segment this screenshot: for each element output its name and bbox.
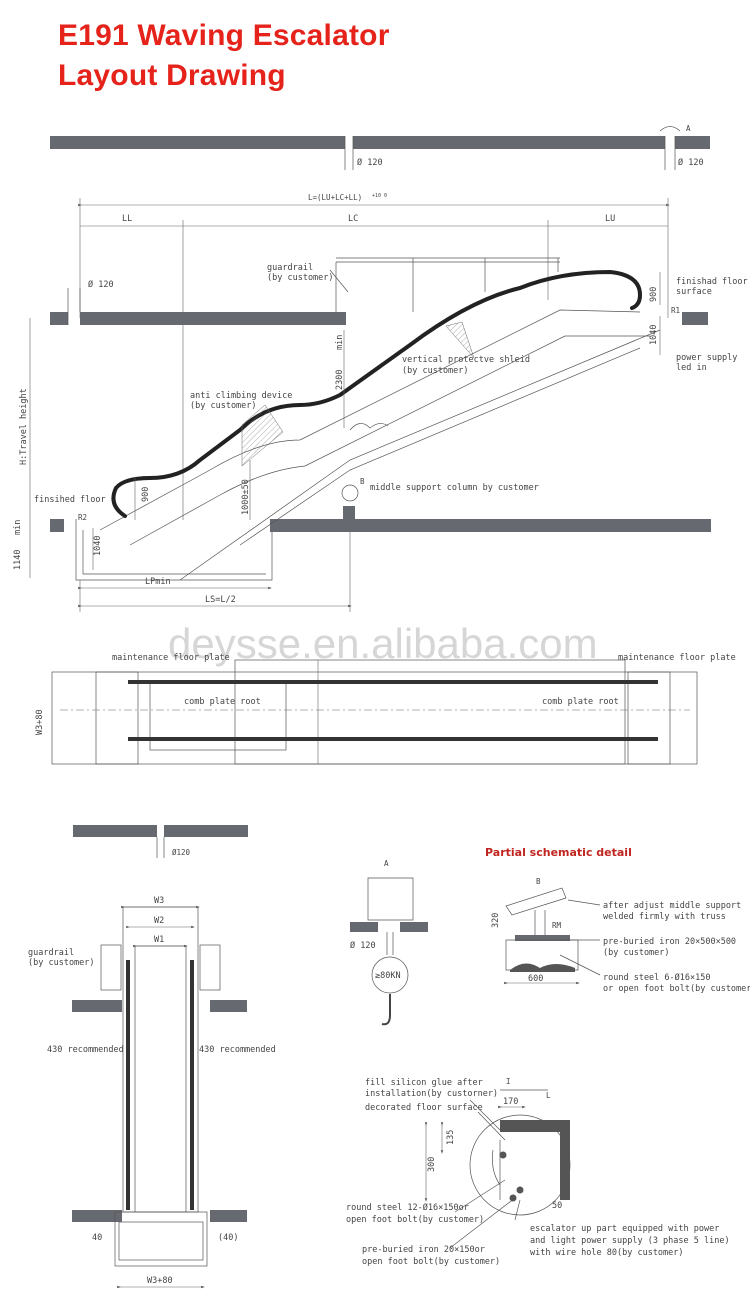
partial-600: 600 [528, 974, 543, 984]
detail-a: A Ø 120 ≥80KN [350, 859, 428, 1026]
dim-900-bottom: 900 [141, 487, 151, 502]
min-mid: min [335, 335, 345, 350]
round-steel-l-2: open foot bolt(by customer) [346, 1215, 484, 1225]
after-adjust-2: welded firmly with truss [603, 912, 726, 922]
after-adjust-1: after adjust middle support [603, 901, 741, 911]
dim-2300: 2300 [335, 370, 345, 390]
section-w3: W3 [154, 896, 164, 906]
length-tolerance: +10 0 [372, 193, 387, 199]
finished-floor-top-1: finishad floor [676, 277, 748, 287]
escalator-up-3: with wire hole 80(by customer) [530, 1248, 684, 1258]
comb-left: comb plate root [184, 697, 261, 707]
tag-b: B [360, 477, 365, 486]
dim-300: 300 [427, 1157, 437, 1172]
maintenance-right: maintenance floor plate [618, 653, 736, 663]
partial-heading: Partial schematic detail [485, 846, 632, 859]
length-formula: L=(LU+LC+LL) [308, 193, 362, 202]
partial-320: 320 [491, 913, 501, 928]
plan-width: W3+80 [35, 709, 45, 735]
detail-a-load: ≥80KN [375, 971, 401, 981]
middle-support: middle support column by customer [370, 483, 539, 493]
watermark: deysse.en.alibaba.com [168, 620, 598, 667]
dim-lu: LU [605, 214, 615, 224]
page-title-line2: Layout Drawing [58, 59, 286, 92]
section-w1: W1 [154, 935, 164, 945]
tag-r2: R2 [78, 513, 87, 522]
decorated-floor: decorated floor surface [365, 1103, 483, 1113]
top-tag-a: A [686, 124, 691, 133]
pre-buried-l-1: pre-buried iron 20×150or [362, 1245, 485, 1255]
dim-170: 170 [503, 1097, 518, 1107]
page-title-line1: E191 Waving Escalator [58, 19, 390, 52]
round-steel-a-1: round steel 6-Ø16×150 [603, 972, 710, 983]
dim-135: 135 [446, 1130, 456, 1145]
comb-right: comb plate root [542, 697, 619, 707]
finished-floor-bottom: finsihed floor [34, 495, 106, 505]
vertical-shield-2: (by customer) [402, 366, 469, 376]
maintenance-left: maintenance floor plate [112, 653, 230, 663]
handrail [111, 269, 643, 518]
section-guardrail-2: (by customer) [28, 958, 95, 968]
dim-lc: LC [348, 214, 358, 224]
top-diameter-right: Ø 120 [678, 157, 704, 168]
dim-1140: 1140 [13, 550, 23, 570]
guardrail-label-1: guardrail [267, 263, 313, 273]
detail-a-diameter: Ø 120 [350, 940, 376, 951]
pre-buried-l-2: open foot bolt(by customer) [362, 1257, 500, 1267]
anti-climb-1: anti climbing device [190, 391, 292, 401]
dim-40-right: (40) [218, 1233, 238, 1243]
power-supply-1: power supply [676, 353, 737, 363]
dim-1000: 1000±50 [241, 479, 251, 515]
fill-silicon-2: installation(by custorner) [365, 1089, 498, 1099]
recommended-left: 430 recommended [47, 1045, 124, 1055]
partial-tag-b: B [536, 877, 541, 886]
anti-climb-2: (by customer) [190, 401, 257, 411]
escalator-up-1: escalator up part equipped with power [530, 1224, 719, 1234]
partial-rm: RM [552, 921, 562, 930]
dim-50: 50 [552, 1201, 562, 1211]
escalator-up-2: and light power supply (3 phase 5 line) [530, 1236, 730, 1246]
section-diameter: Ø120 [172, 848, 191, 857]
pre-buried-a-2: (by customer) [603, 948, 670, 958]
tag-r1: R1 [671, 306, 680, 315]
section-bottom-width: W3+80 [147, 1276, 173, 1286]
cross-section: Ø120 W3 W2 W1 guardrail (by customer) 43… [28, 825, 276, 1289]
elev-diameter: Ø 120 [88, 279, 114, 290]
round-steel-l-1: round steel 12-Ø16×150or [346, 1202, 469, 1213]
fill-silicon-1: fill silicon glue after [365, 1078, 483, 1088]
top-diameter-left: Ø 120 [357, 157, 383, 168]
section-w2: W2 [154, 916, 164, 926]
detail-l-tag-i: I [506, 1077, 511, 1086]
detail-a-tag: A [384, 859, 389, 868]
dim-ll: LL [122, 214, 132, 224]
dim-1040-bottom: 1040 [93, 536, 103, 556]
section-guardrail-1: guardrail [28, 948, 74, 958]
dim-1040-top: 1040 [649, 325, 659, 345]
dim-900-top: 900 [649, 287, 659, 302]
min-left: min [13, 520, 23, 535]
power-supply-2: led in [676, 363, 707, 373]
travel-height: H:Travel height [19, 388, 29, 465]
pre-buried-a-1: pre-buried iron 20×500×500 [603, 937, 736, 947]
vertical-shield-1: vertical protectve shleid [402, 355, 530, 365]
detail-l-tag-l: L [546, 1091, 551, 1100]
ls-dim: LS=L/2 [205, 595, 236, 605]
round-steel-a-2: or open foot bolt(by customer) [603, 984, 750, 994]
plan-view: maintenance floor plate maintenance floo… [35, 653, 736, 765]
finished-floor-top-2: surface [676, 287, 712, 297]
dim-40-left: 40 [92, 1233, 102, 1243]
partial-detail: Partial schematic detail B RM 320 600 af… [485, 846, 750, 994]
top-floor-strip: A Ø 120 Ø 120 [50, 124, 710, 170]
lp-min: LPmin [145, 577, 171, 587]
guardrail-label-2: (by customer) [267, 273, 334, 283]
detail-l: fill silicon glue after installation(by … [346, 1077, 730, 1267]
recommended-right: 430 recommended [199, 1045, 276, 1055]
elevation-view: L=(LU+LC+LL) +10 0 LL LC LU Ø 120 [13, 193, 748, 612]
